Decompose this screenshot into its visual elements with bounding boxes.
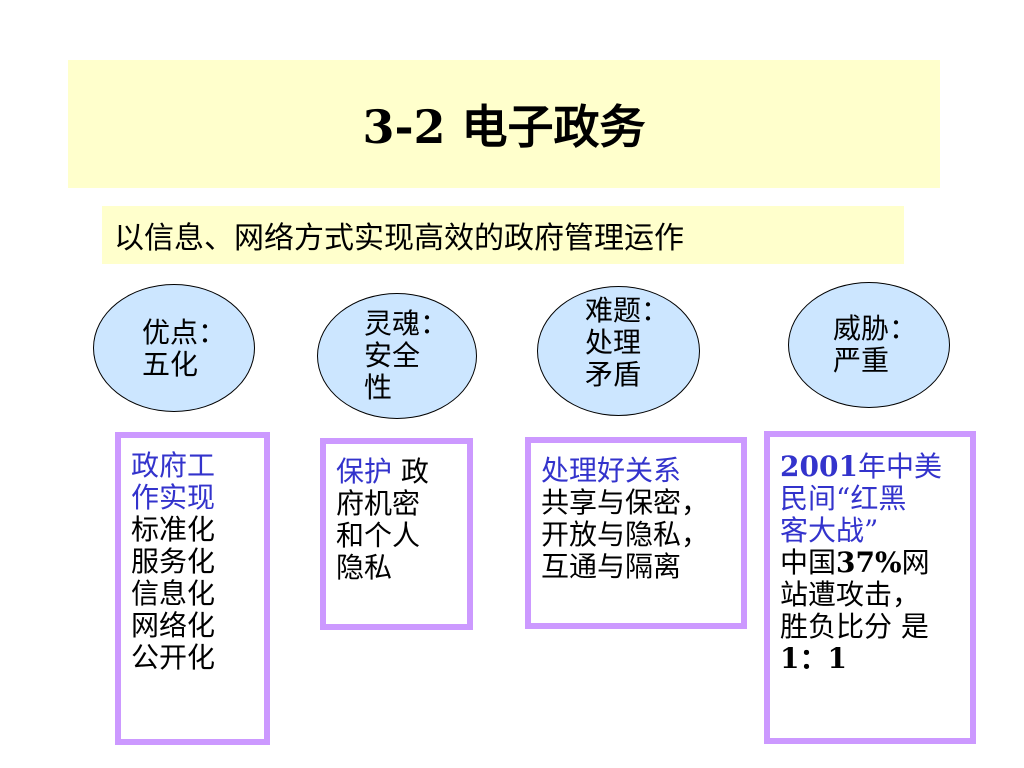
content-box-threat-text: 2001年中美 民间“红黑 客大战” 中国37%网 站遭攻击， 胜负比分 是 1… — [780, 451, 942, 675]
box-advantages-heading: 政府工 作实现 — [131, 449, 216, 514]
content-box-difficulty-text: 处理好关系 共享与保密， 开放与隐私， 互通与隔离 — [541, 455, 709, 583]
ellipse-soul: 灵魂： 安全 性 — [317, 293, 477, 419]
content-box-soul-text: 保护 政 府机密 和个人 隐私 — [336, 456, 429, 584]
subtitle-box: 以信息、网络方式实现高效的政府管理运作 — [102, 206, 904, 264]
ellipse-threat-label: 威胁： 严重 — [833, 312, 918, 377]
box-difficulty-items: 共享与保密， 开放与隐私， 互通与隔离 — [541, 486, 710, 583]
content-box-advantages-text: 政府工 作实现 标准化 服务化 信息化 网络化 公开化 — [131, 450, 215, 674]
box-difficulty-heading: 处理好关系 — [541, 454, 682, 487]
box-threat-china: 中国 — [780, 546, 837, 579]
box-threat-heading: 年中美 民间“红黑 客大战” — [780, 450, 942, 547]
box-threat-after-percent: 网 — [901, 546, 930, 579]
box-advantages-items: 标准化 服务化 信息化 网络化 公开化 — [131, 513, 216, 674]
ellipse-difficulty-label: 难题： 处理 矛盾 — [585, 294, 670, 391]
content-box-threat: 2001年中美 民间“红黑 客大战” 中国37%网 站遭攻击， 胜负比分 是 1… — [764, 431, 976, 744]
content-box-soul: 保护 政 府机密 和个人 隐私 — [320, 438, 473, 630]
box-soul-heading: 保护 — [336, 455, 393, 488]
page-title: 3-2 电子政务 — [362, 100, 646, 154]
box-threat-year: 2001 — [780, 450, 858, 483]
ellipse-difficulty: 难题： 处理 矛盾 — [537, 286, 700, 416]
box-threat-rest: 站遭攻击， 胜负比分 是 — [780, 578, 929, 643]
box-threat-score: 1：1 — [780, 642, 847, 675]
subtitle-text: 以信息、网络方式实现高效的政府管理运作 — [114, 221, 684, 256]
box-soul-body-rest: 府机密 和个人 隐私 — [336, 487, 421, 584]
content-box-difficulty: 处理好关系 共享与保密， 开放与隐私， 互通与隔离 — [525, 437, 747, 629]
content-box-advantages: 政府工 作实现 标准化 服务化 信息化 网络化 公开化 — [115, 432, 270, 745]
title-band: 3-2 电子政务 — [68, 60, 940, 188]
ellipse-soul-label: 灵魂： 安全 性 — [364, 307, 449, 404]
box-soul-body-first: 政 — [392, 455, 429, 488]
ellipse-advantages-label: 优点： 五化 — [142, 316, 227, 381]
ellipse-advantages: 优点： 五化 — [93, 284, 255, 412]
ellipse-threat: 威胁： 严重 — [788, 282, 950, 408]
box-threat-percent: 37% — [836, 546, 902, 579]
